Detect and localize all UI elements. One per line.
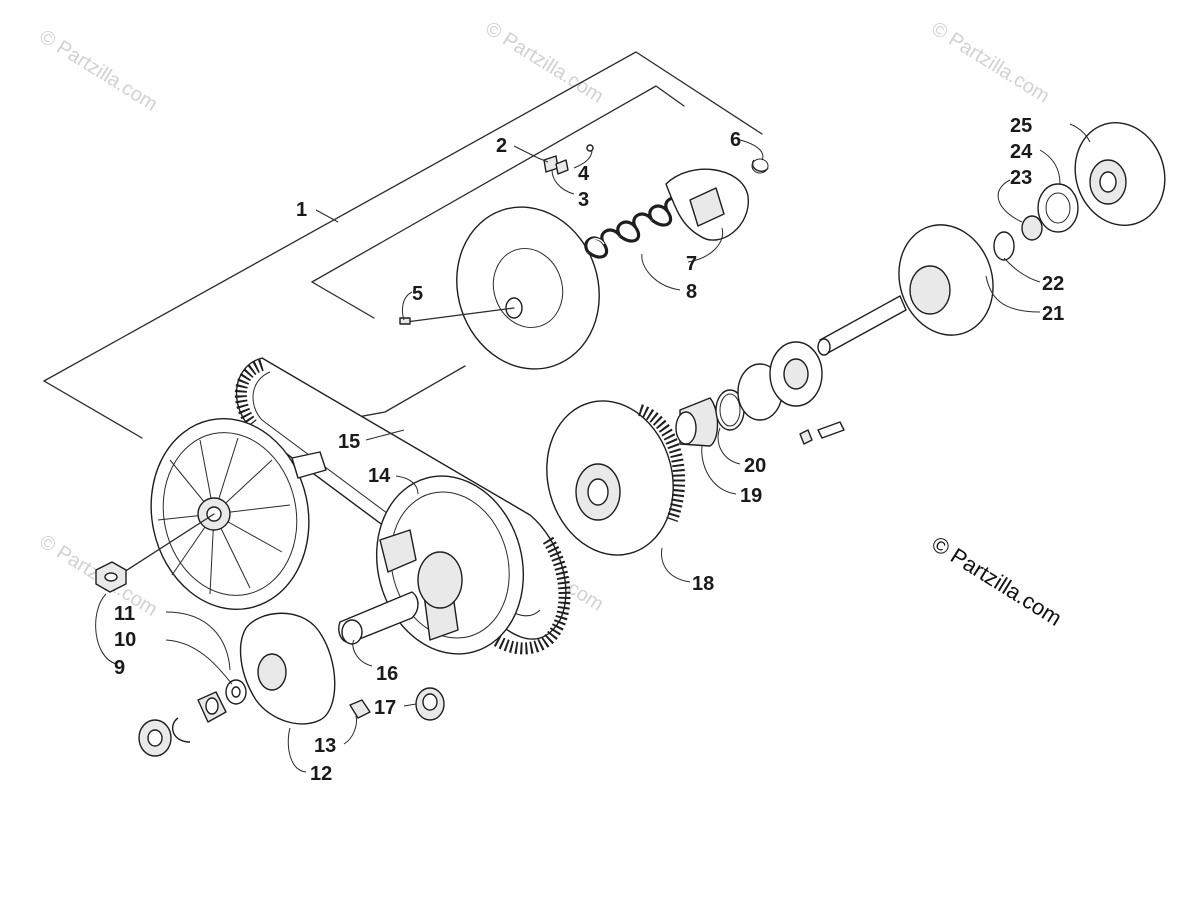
leader-14 <box>395 475 419 495</box>
leader-17 <box>403 703 417 707</box>
leader-13 <box>343 715 357 745</box>
clutch-drum-parts <box>817 122 1166 356</box>
callout-22: 22 <box>1042 273 1064 295</box>
callout-14: 14 <box>368 465 391 487</box>
cam-7-ramp <box>689 187 725 227</box>
watermark-1: © Partzilla.com <box>35 26 161 116</box>
spacer-23 <box>1021 215 1043 241</box>
callout-9: 9 <box>114 657 125 679</box>
secondary-parts <box>546 341 845 556</box>
leader-23 <box>997 179 1023 223</box>
leader-3 <box>551 169 575 195</box>
callout-15: 15 <box>338 431 360 453</box>
callout-8: 8 <box>686 281 697 303</box>
screw <box>817 421 845 439</box>
callout-6: 6 <box>730 129 741 151</box>
pin-axis-line <box>405 307 515 323</box>
callout-1: 1 <box>296 199 307 221</box>
copyright-label: © Partzilla.com <box>927 531 1066 631</box>
assembly-bracket-outer-top <box>43 51 763 382</box>
movable-sheave <box>338 475 525 655</box>
fixed-sheave-inner <box>492 248 564 328</box>
secondary-sheave-fins <box>637 404 686 523</box>
callout-24: 24 <box>1010 141 1033 163</box>
leader-16 <box>352 639 373 667</box>
ball-4 <box>586 144 594 152</box>
leader-12 <box>287 727 307 773</box>
callout-labels: 1 2 3 4 5 6 7 8 9 10 11 12 13 14 15 16 1… <box>114 115 1064 785</box>
callout-13: 13 <box>314 735 336 757</box>
leader-21 <box>985 275 1041 313</box>
screw-head <box>799 429 813 445</box>
callout-12: 12 <box>310 763 332 785</box>
cam-plate-hub <box>257 653 287 691</box>
callout-7: 7 <box>686 253 697 275</box>
leader-7 <box>687 227 724 263</box>
primary-shaft-end <box>341 619 363 645</box>
driven-sheave-rim <box>162 432 298 596</box>
assembly-bracket-inner-top <box>311 85 685 283</box>
leader-20 <box>717 427 741 465</box>
cam-plate-12 <box>239 612 336 725</box>
slider-13 <box>349 699 371 719</box>
leader-8 <box>641 253 681 291</box>
hex-nut-bore <box>104 572 118 582</box>
leader-6 <box>739 139 764 161</box>
callout-4: 4 <box>578 163 590 185</box>
watermark-3: © Partzilla.com <box>927 18 1053 108</box>
leader-2 <box>513 145 549 163</box>
callout-5: 5 <box>412 283 423 305</box>
callout-10: 10 <box>114 629 136 651</box>
callout-3: 3 <box>578 189 589 211</box>
driven-sheave <box>123 418 327 610</box>
callout-25: 25 <box>1010 115 1032 137</box>
bearing-24 <box>1037 183 1079 233</box>
callout-11: 11 <box>114 603 135 625</box>
callout-18: 18 <box>692 573 714 595</box>
upper-clutch-parts <box>399 144 769 370</box>
callout-16: 16 <box>376 663 398 685</box>
callout-21: 21 <box>1042 303 1064 325</box>
leader-9 <box>95 593 117 665</box>
callout-2: 2 <box>496 135 507 157</box>
movable-sheave-ramp <box>379 529 417 573</box>
clutch-drum-hub <box>909 265 951 315</box>
pin-5 <box>399 317 411 325</box>
leader-22 <box>1003 257 1041 283</box>
leader-4 <box>573 149 593 169</box>
fixed-sheave-disc <box>456 206 600 370</box>
sheave-axis-line <box>123 513 215 573</box>
leader-25 <box>1069 123 1091 143</box>
leader-15 <box>365 429 405 441</box>
leader-18 <box>661 547 691 583</box>
leader-24 <box>1039 149 1061 185</box>
snap-ring <box>171 717 191 743</box>
movable-sheave-rim <box>390 491 510 639</box>
callout-20: 20 <box>744 455 766 477</box>
lower-left-parts <box>138 612 445 757</box>
leader-5 <box>401 291 413 321</box>
leader-1 <box>315 209 339 223</box>
output-shaft <box>819 295 907 355</box>
callout-19: 19 <box>740 485 762 507</box>
leader-19 <box>701 445 737 495</box>
leader-lines <box>95 123 1091 773</box>
leader-11 <box>165 611 231 671</box>
callout-17: 17 <box>374 697 396 719</box>
spring-8 <box>584 196 686 259</box>
assembly-bracket-outer-left <box>43 380 143 439</box>
ring-22 <box>993 231 1015 261</box>
clip-3 <box>555 159 569 175</box>
leader-10 <box>165 639 233 685</box>
nut-9 <box>95 561 127 593</box>
callout-23: 23 <box>1010 167 1032 189</box>
watermark-2: © Partzilla.com <box>481 18 607 108</box>
movable-sheave-hub <box>417 551 463 609</box>
assembly-bracket-inner-left <box>311 281 375 319</box>
assembly-brackets <box>43 51 763 439</box>
driven-shaft-stub <box>291 451 327 479</box>
